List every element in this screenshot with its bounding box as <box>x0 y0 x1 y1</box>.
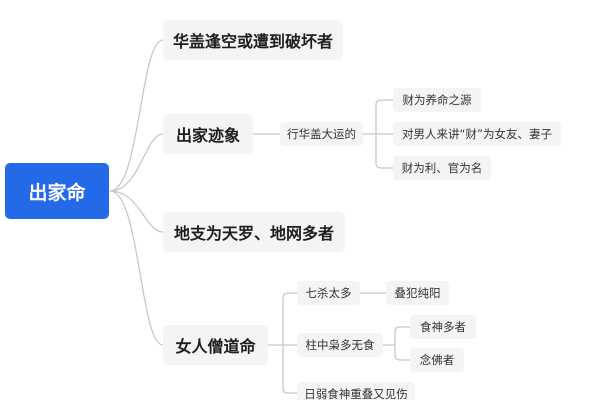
branch-node-huagai-kong[interactable]: 华盖逢空或遭到破坏者 <box>163 20 343 60</box>
subnode-xing-huagai-dayun[interactable]: 行华盖大运的 <box>280 122 363 146</box>
subnode-cai-li-guan-ming[interactable]: 财为利、官为名 <box>393 156 491 180</box>
subnode-shishen-duozhe[interactable]: 食神多者 <box>410 315 476 339</box>
subnode-diefan-chunyang[interactable]: 叠犯纯阳 <box>386 281 449 305</box>
subnode-cai-yangming[interactable]: 财为养命之源 <box>393 88 481 112</box>
branch-node-nuren-sengdao[interactable]: 女人僧道命 <box>163 325 268 365</box>
root-node[interactable]: 出家命 <box>5 163 109 219</box>
branch-node-tianluo-diwang[interactable]: 地支为天罗、地网多者 <box>163 212 345 252</box>
subnode-zhuzhong-xiaoduo-wushi[interactable]: 柱中枭多无食 <box>297 333 383 357</box>
subnode-nianfo-zhe[interactable]: 念佛者 <box>410 348 464 372</box>
branch-node-chujia-jixiang[interactable]: 出家迹象 <box>163 114 253 154</box>
subnode-riruo-shishen-jianshang[interactable]: 日弱食神重叠又见伤 <box>297 382 415 400</box>
subnode-cai-nvyou-qizi[interactable]: 对男人来讲“财”为女友、妻子 <box>393 122 561 146</box>
subnode-qisha-taiduo[interactable]: 七杀太多 <box>297 281 360 305</box>
